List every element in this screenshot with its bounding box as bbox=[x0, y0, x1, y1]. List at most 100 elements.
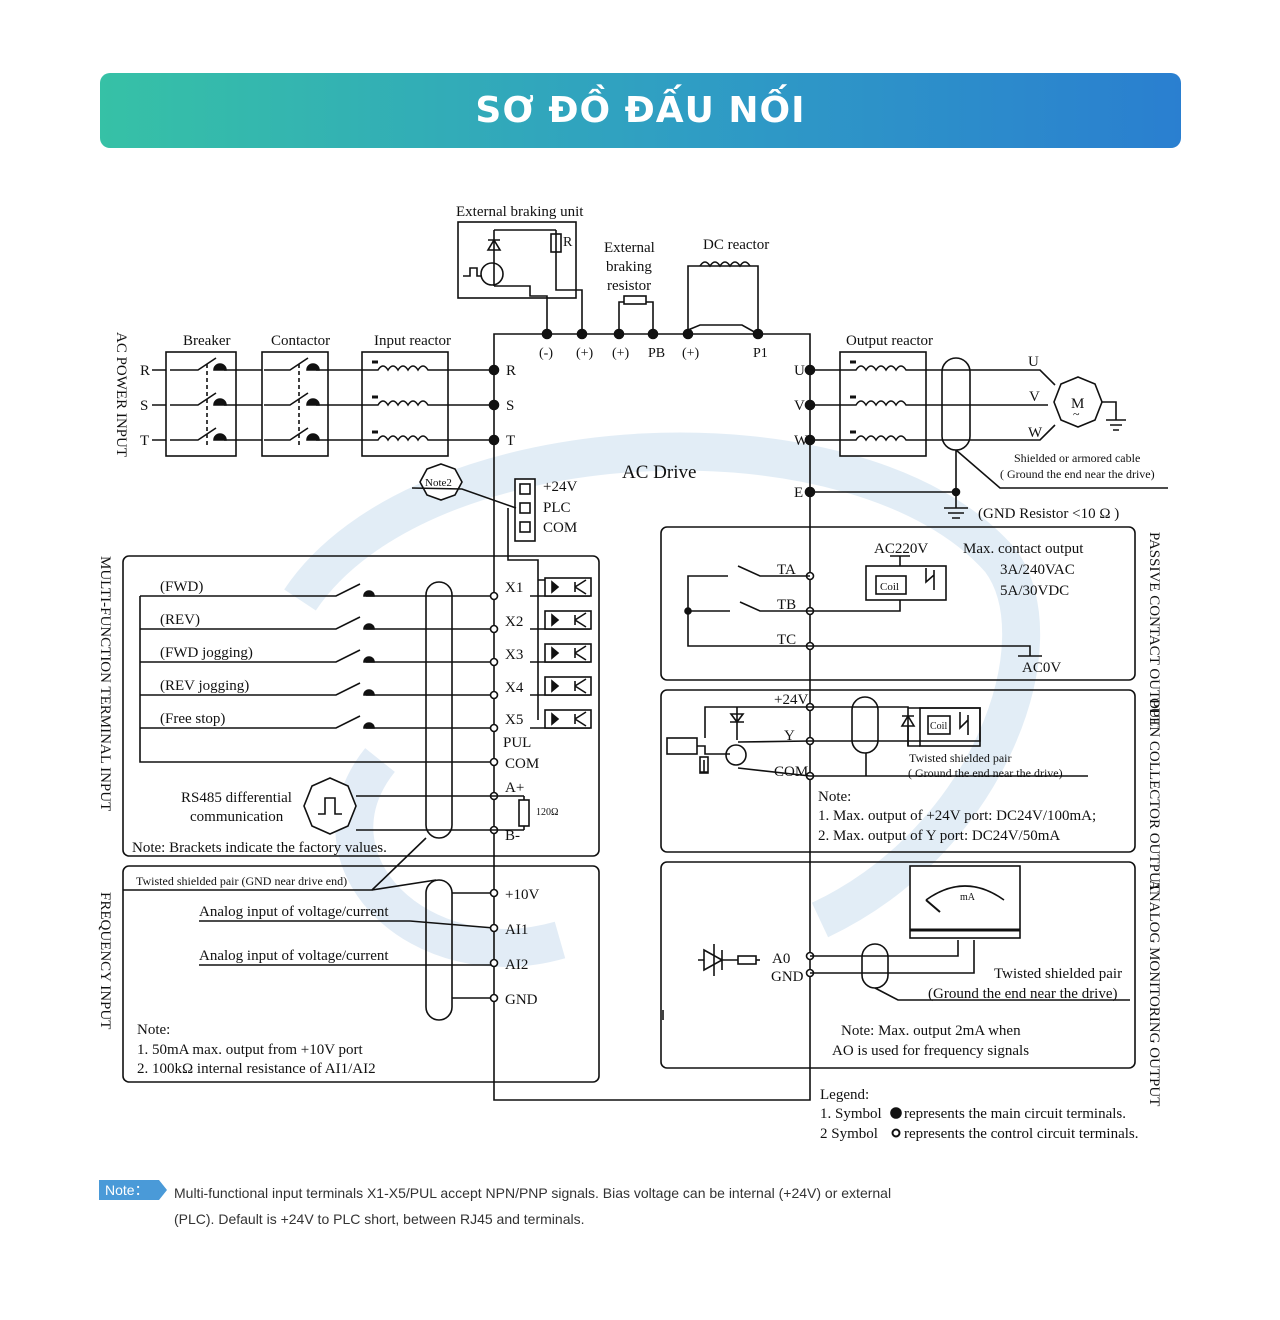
ai-box bbox=[122, 865, 600, 1083]
svg-text:AO is used for frequency signa: AO is used for frequency signals bbox=[832, 1043, 1029, 1059]
svg-text:braking: braking bbox=[606, 259, 652, 275]
analog-monitor-title: ANALOG MONITORING OUTPUT bbox=[1146, 880, 1162, 1106]
twisted-gnd-near: Twisted shielded pair (GND near drive en… bbox=[136, 874, 347, 888]
di-terminals: X1 X2 X3 X4 X5 PUL COM A+ B- bbox=[489, 580, 539, 844]
svg-text:Note2: Note2 bbox=[425, 477, 452, 489]
svg-text:TB: TB bbox=[777, 597, 796, 613]
footer-note-line: (PLC). Default is +24V to PLC short, bet… bbox=[174, 1211, 585, 1227]
ac-power-input-title: AC POWER INPUT bbox=[113, 332, 129, 457]
svg-text:AC0V: AC0V bbox=[1022, 660, 1061, 676]
svg-text:COM: COM bbox=[774, 764, 808, 780]
svg-text:2 Symbol: 2 Symbol bbox=[820, 1126, 878, 1142]
svg-text:5A/30VDC: 5A/30VDC bbox=[1000, 583, 1069, 599]
gnd-resistor-label: (GND Resistor <10 Ω ) bbox=[978, 506, 1119, 522]
legend: Legend: 1. Symbol represents the main ci… bbox=[820, 1087, 1139, 1142]
note-label: Note： bbox=[99, 1180, 167, 1200]
svg-text:communication: communication bbox=[190, 809, 284, 825]
multi-function-title: MULTI-FUNCTION TERMINAL INPUT bbox=[97, 556, 113, 811]
dc-reactor: DC reactor bbox=[687, 237, 769, 335]
svg-text:X3: X3 bbox=[505, 647, 523, 663]
input-reactor: Input reactor bbox=[361, 333, 451, 457]
svg-text:2. Max. output of Y port: DC24: 2. Max. output of Y port: DC24V/50mA bbox=[818, 828, 1060, 844]
svg-text:represents the control circuit: represents the control circuit terminals… bbox=[904, 1126, 1139, 1142]
svg-text:(-): (-) bbox=[539, 346, 553, 361]
svg-text:Output reactor: Output reactor bbox=[846, 333, 933, 349]
svg-text:DC reactor: DC reactor bbox=[703, 237, 769, 253]
svg-text:T: T bbox=[506, 433, 515, 449]
supply-terminals: +24V PLC COM Note2 bbox=[411, 463, 577, 580]
svg-text:resistor: resistor bbox=[607, 278, 651, 294]
svg-text:Coil: Coil bbox=[880, 581, 899, 593]
svg-text:Note:: Note: bbox=[137, 1022, 170, 1038]
svg-text:1. Symbol: 1. Symbol bbox=[820, 1106, 882, 1122]
svg-text:A0: A0 bbox=[772, 951, 790, 967]
svg-text:( Ground the end near the driv: ( Ground the end near the drive) bbox=[908, 766, 1063, 780]
braking-unit: External braking unit R bbox=[456, 204, 584, 334]
dc-terminals: (-) (+) (+) PB (+) P1 bbox=[539, 328, 768, 361]
svg-text:M: M bbox=[1071, 396, 1084, 412]
relay-output: TA TB TC AC220V Coil Max. contact output… bbox=[684, 541, 1084, 676]
earth-terminal: E (GND Resistor <10 Ω ) bbox=[794, 485, 1119, 522]
note2-badge bbox=[419, 463, 463, 501]
drive-label: AC Drive bbox=[622, 462, 696, 483]
svg-text:S: S bbox=[140, 398, 148, 414]
di-box bbox=[122, 555, 600, 857]
shielded-cable-note: ( Ground the end near the drive) bbox=[1000, 467, 1155, 481]
svg-text:U: U bbox=[794, 363, 805, 379]
svg-text:X1: X1 bbox=[505, 580, 523, 596]
di-shield bbox=[425, 581, 453, 839]
svg-text:~: ~ bbox=[1073, 407, 1080, 421]
svg-text:3A/240VAC: 3A/240VAC bbox=[1000, 562, 1075, 578]
svg-text:(+): (+) bbox=[576, 346, 594, 361]
svg-text:COM: COM bbox=[543, 520, 577, 536]
svg-text:120Ω: 120Ω bbox=[536, 807, 558, 818]
frequency-title: FREQUENCY INPUT bbox=[97, 892, 113, 1029]
svg-text:External braking unit: External braking unit bbox=[456, 204, 584, 220]
svg-text:Twisted shielded pair: Twisted shielded pair bbox=[994, 966, 1122, 982]
svg-text:(REV): (REV) bbox=[160, 612, 200, 628]
svg-text:X2: X2 bbox=[505, 614, 523, 630]
breaker: Breaker bbox=[165, 333, 237, 457]
output-reactor: Output reactor bbox=[839, 333, 933, 457]
svg-text:V: V bbox=[1029, 389, 1040, 405]
svg-text:AI2: AI2 bbox=[505, 957, 528, 973]
contactor: Contactor bbox=[261, 333, 330, 457]
svg-text:+24V: +24V bbox=[543, 479, 577, 495]
svg-text:R: R bbox=[140, 363, 150, 379]
svg-text:B-: B- bbox=[505, 828, 520, 844]
svg-text:GND: GND bbox=[771, 969, 804, 985]
svg-text:PUL: PUL bbox=[503, 735, 531, 751]
phase-labels: R S T bbox=[140, 363, 150, 449]
analog-input-2: Analog input of voltage/current bbox=[199, 948, 389, 964]
svg-text:X4: X4 bbox=[505, 680, 524, 696]
svg-text:Input reactor: Input reactor bbox=[374, 333, 451, 349]
svg-text:RS485 differential: RS485 differential bbox=[181, 790, 292, 806]
watermark bbox=[284, 432, 1041, 967]
svg-text:mA: mA bbox=[960, 892, 976, 903]
shielded-cable-label: Shielded or armored cable bbox=[1014, 451, 1140, 465]
freq-note: Note: 1. 50mA max. output from +10V port… bbox=[137, 1022, 376, 1077]
svg-text:(Free stop): (Free stop) bbox=[160, 711, 225, 727]
footer-note-line: Multi-functional input terminals X1-X5/P… bbox=[174, 1185, 892, 1201]
svg-text:AI1: AI1 bbox=[505, 922, 528, 938]
passive-title: PASSIVE CONTACT OUTPUT bbox=[1146, 532, 1162, 728]
footer-note: Multi-functional input terminals X1-X5/P… bbox=[174, 1180, 914, 1232]
svg-text:R: R bbox=[563, 235, 573, 250]
svg-text:TC: TC bbox=[777, 632, 796, 648]
svg-text:Twisted shielded pair: Twisted shielded pair bbox=[909, 751, 1011, 765]
svg-text:1. 50mA max. output from +10V: 1. 50mA max. output from +10V port bbox=[137, 1042, 364, 1058]
shielded-cable bbox=[941, 357, 971, 451]
svg-text:2. 100kΩ internal resistance o: 2. 100kΩ internal resistance of AI1/AI2 bbox=[137, 1061, 376, 1077]
svg-text:PB: PB bbox=[648, 346, 665, 361]
svg-text:Note:: Note: bbox=[818, 789, 851, 805]
svg-text:AC220V: AC220V bbox=[874, 541, 928, 557]
svg-text:W: W bbox=[1028, 425, 1043, 441]
ai-shield bbox=[425, 879, 453, 1021]
relay-box bbox=[660, 526, 1136, 681]
motor: M ~ U V W bbox=[1028, 354, 1126, 441]
page-title: SƠ ĐỒ ĐẤU NỐI bbox=[475, 90, 806, 131]
svg-text:Legend:: Legend: bbox=[820, 1087, 869, 1103]
ai-terminals: +10V AI1 AI2 GND bbox=[489, 887, 539, 1008]
svg-text:R: R bbox=[506, 363, 516, 379]
